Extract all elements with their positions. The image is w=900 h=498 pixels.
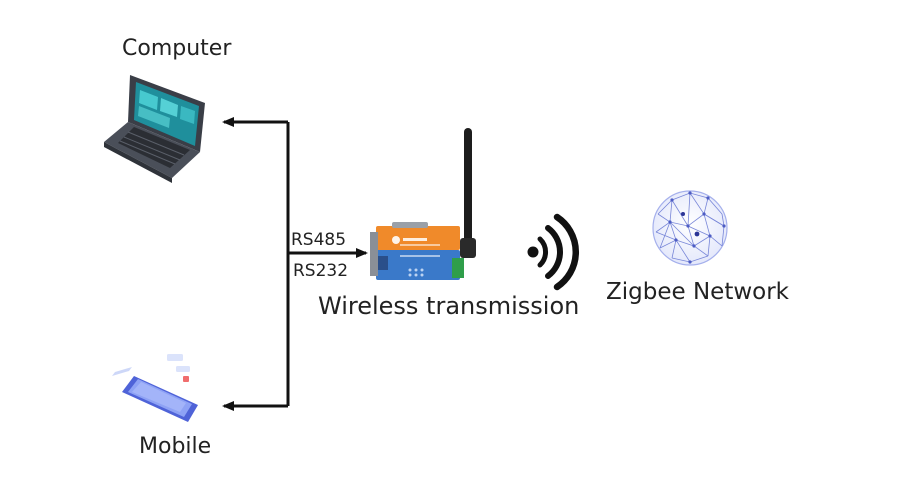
computer-label: Computer — [122, 36, 232, 61]
laptop-icon — [104, 75, 205, 183]
rs485-label: RS485 — [291, 230, 347, 250]
mobile-label: Mobile — [139, 434, 212, 459]
phone-icon — [112, 354, 198, 422]
wireless-transmission-label: Wireless transmission — [318, 292, 580, 320]
rs232-label: RS232 — [293, 261, 349, 281]
signal-waves-icon — [527, 213, 580, 291]
zigbee-network-label: Zigbee Network — [606, 279, 789, 305]
wireless-converter-icon — [370, 128, 476, 280]
globe-network-icon — [652, 190, 728, 266]
connection-lines — [222, 117, 368, 411]
